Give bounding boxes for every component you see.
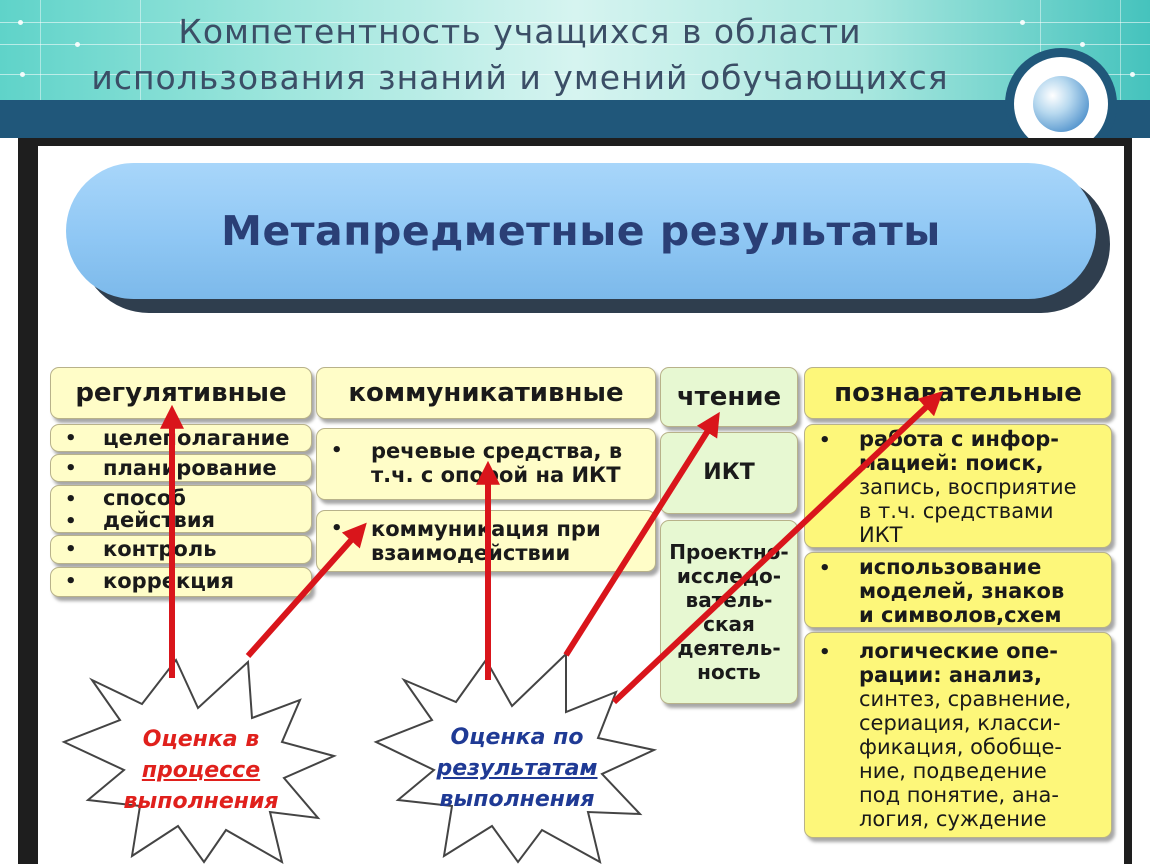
cognitive-item-text: сериация, класси- xyxy=(859,711,1061,735)
decor-dot xyxy=(18,20,23,25)
decor-line xyxy=(140,0,141,100)
slide-title-line-1: Компетентность учащихся в области xyxy=(178,12,862,51)
regulative-item-text: целеполагание xyxy=(103,426,290,450)
regulative-item-text: планирование xyxy=(103,456,277,480)
cognitive-item-text: ние, подведение xyxy=(859,759,1047,783)
decor-line xyxy=(1120,0,1121,100)
bullet: • xyxy=(819,558,831,579)
star-process-line: Оценка в xyxy=(142,727,260,752)
communicative-item: • коммуникация при взаимодействии xyxy=(316,510,656,572)
star-results-line: Оценка по xyxy=(450,725,584,750)
bullet: • xyxy=(65,511,77,532)
regulative-item-text: коррекция xyxy=(103,569,235,593)
main-title-banner: Метапредметные результаты xyxy=(66,163,1096,299)
cognitive-item-text: и символов,схем xyxy=(859,603,1062,627)
globe-icon xyxy=(1033,76,1089,132)
communicative-header: коммуникативные xyxy=(316,367,656,419)
cognitive-item-text: ИКТ xyxy=(859,523,903,547)
header-band xyxy=(0,100,1150,138)
communicative-item-text: т.ч. с опорой на ИКТ xyxy=(371,463,621,487)
cognitive-item: • логические опе- рации: анализ, синтез,… xyxy=(804,632,1112,838)
cognitive-item-text: логические опе- xyxy=(859,639,1059,663)
decor-dot xyxy=(1080,42,1085,47)
cognitive-item-text: моделей, знаков xyxy=(859,579,1065,603)
bullet: • xyxy=(331,518,343,539)
bullet: • xyxy=(65,489,77,510)
cognitive-item-text: использование xyxy=(859,555,1042,579)
star-process-line: процессе xyxy=(141,758,261,783)
ikt-box: ИКТ xyxy=(660,432,798,514)
decor-dot xyxy=(1020,20,1025,25)
cognitive-item-text: запись, восприятие xyxy=(859,475,1077,499)
bullet: • xyxy=(65,571,77,592)
cognitive-item-text: синтез, сравнение, xyxy=(859,687,1072,711)
communicative-item-text: речевые средства, в xyxy=(371,439,623,463)
regulative-item: • коррекция xyxy=(50,567,312,597)
regulative-item-text: способ xyxy=(103,486,186,510)
project-activity-text: исследо- xyxy=(676,564,782,588)
decor-line xyxy=(0,22,1150,23)
regulative-item: • целеполагание xyxy=(50,424,312,452)
slide-title-line-2: использования знаний и умений обучающихс… xyxy=(91,58,949,97)
star-process-label: Оценка в процессе выполнения xyxy=(96,724,306,817)
project-activity-text: деятель- xyxy=(677,636,781,660)
communicative-item-text: коммуникация при xyxy=(371,517,601,541)
decor-line xyxy=(0,44,1150,45)
main-title: Метапредметные результаты xyxy=(221,207,941,255)
decor-line xyxy=(0,74,1150,75)
bullet: • xyxy=(65,539,77,560)
project-activity-text: ская xyxy=(703,612,755,636)
cognitive-item: • работа с инфор- мацией: поиск, запись,… xyxy=(804,424,1112,548)
regulative-item-text: действия xyxy=(103,508,216,532)
star-results-line: выполнения xyxy=(439,787,595,812)
bullet: • xyxy=(819,642,831,663)
regulative-item: • контроль xyxy=(50,535,312,564)
project-activity-text: ватель- xyxy=(685,588,773,612)
cognitive-item-text: работа с инфор- xyxy=(859,427,1059,451)
regulative-item-text: контроль xyxy=(103,537,217,561)
star-results-label: Оценка по результатам выполнения xyxy=(412,722,622,815)
cognitive-item: • использование моделей, знаков и символ… xyxy=(804,552,1112,628)
decor-dot xyxy=(1130,72,1135,77)
bullet: • xyxy=(65,458,77,479)
communicative-item: • речевые средства, в т.ч. с опорой на И… xyxy=(316,428,656,500)
reading-header: чтение xyxy=(660,367,798,427)
cognitive-item-text: под понятие, ана- xyxy=(859,783,1059,807)
slide-header: Компетентность учащихся в области исполь… xyxy=(0,0,1150,100)
cognitive-header: познавательные xyxy=(804,367,1112,419)
cognitive-item-text: фикация, обобще- xyxy=(859,735,1062,759)
decor-dot xyxy=(20,72,25,77)
project-activity-text: ность xyxy=(697,660,761,684)
ikt-label: ИКТ xyxy=(703,460,755,485)
cognitive-item-text: в т.ч. средствами xyxy=(859,499,1054,523)
project-activity-text: Проектно- xyxy=(669,540,789,564)
bullet: • xyxy=(65,428,77,449)
regulative-header: регулятивные xyxy=(50,367,312,419)
communicative-item-text: взаимодействии xyxy=(371,541,571,565)
cognitive-item-text: логия, суждение xyxy=(859,807,1047,831)
regulative-item: • планирование xyxy=(50,454,312,482)
cognitive-item-text: мацией: поиск, xyxy=(859,451,1044,475)
regulative-item: • способ • действия xyxy=(50,485,312,533)
project-activity-box: Проектно- исследо- ватель- ская деятель-… xyxy=(660,520,798,704)
decor-line xyxy=(1040,0,1041,100)
star-results-line: результатам xyxy=(436,756,598,781)
decor-dot xyxy=(180,20,185,25)
bullet: • xyxy=(331,440,343,461)
decor-dot xyxy=(75,42,80,47)
cognitive-item-text: рации: анализ, xyxy=(859,663,1043,687)
bullet: • xyxy=(819,430,831,451)
decor-line xyxy=(40,0,41,100)
star-process-line: выполнения xyxy=(123,789,279,814)
